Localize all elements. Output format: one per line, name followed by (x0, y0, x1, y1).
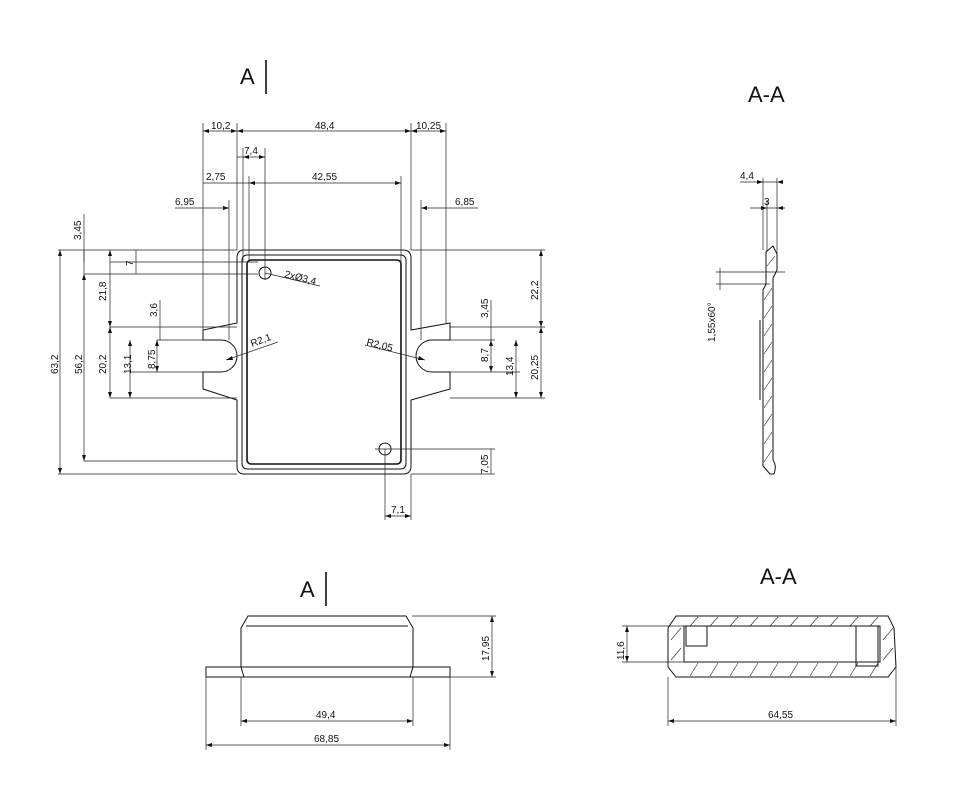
section-bottom: A-A (616, 564, 897, 726)
dim-3: 3 (764, 197, 770, 208)
chamfer-note: 1,55x60° (707, 302, 718, 342)
front-dims (205, 615, 496, 750)
dim-17-95: 17,95 (481, 636, 492, 661)
hole-note: 2xØ3,4 (283, 269, 317, 288)
dim-8-7: 8,7 (480, 348, 491, 362)
housing-outline (202, 249, 451, 475)
dim-64-55: 64,55 (768, 710, 793, 721)
dim-68-85: 68,85 (314, 734, 339, 745)
front-body (240, 615, 414, 667)
section-mark-bottom: A (300, 577, 315, 602)
section-bottom-right-boss (855, 625, 879, 667)
dim-20-2: 20,2 (98, 354, 109, 374)
dim-63-2: 63,2 (50, 354, 61, 374)
dim-7-05: 7,05 (480, 454, 491, 474)
dim-7-1: 7,1 (391, 505, 405, 516)
dim-6-85: 6,85 (455, 197, 475, 208)
section-bottom-inner (683, 625, 881, 663)
front-view: A 17,95 49,4 68,85 (205, 572, 496, 750)
section-title-right: A-A (748, 82, 785, 107)
dim-42-55: 42,55 (312, 172, 337, 183)
dim-22-2: 22,2 (530, 280, 541, 300)
arrowheads-top (58, 129, 543, 518)
section-right: A-A 4,4 3 1,55x60° (707, 82, 785, 475)
dim-21-8: 21,8 (98, 281, 109, 301)
dim-2-75: 2,75 (206, 172, 226, 183)
radius-right: R2,05 (365, 337, 394, 354)
front-base-lip (240, 666, 414, 678)
dim-49-4: 49,4 (316, 710, 336, 721)
dim-3-45-right: 3,45 (480, 298, 491, 318)
section-title-bottom: A-A (760, 564, 797, 589)
dimension-lines-top (59, 130, 542, 517)
section-mark-top: A (240, 64, 255, 89)
section-profile (762, 245, 778, 475)
dim-7: 7 (125, 260, 136, 266)
section-right-arrows (757, 180, 783, 210)
frame-inner (246, 259, 402, 465)
dim-11-6: 11,6 (616, 641, 627, 660)
dim-7-4: 7,4 (244, 146, 258, 157)
top-view: A (50, 60, 545, 520)
dim-6-95: 6,95 (175, 197, 195, 208)
dim-13-4: 13,4 (505, 356, 516, 376)
dim-13-1: 13,1 (123, 354, 134, 374)
dim-8-75: 8,75 (147, 349, 158, 369)
dim-10-2: 10,2 (211, 121, 231, 132)
dim-3-45-left: 3,45 (73, 220, 84, 240)
radius-left: R2,1 (249, 332, 273, 350)
section-bottom-arrows (625, 626, 896, 723)
dim-20-25: 20,25 (530, 355, 541, 380)
dim-48-4: 48,4 (315, 121, 335, 132)
section-hatch (763, 255, 776, 463)
dim-56-2: 56,2 (74, 354, 85, 374)
dim-4-4: 4,4 (740, 171, 754, 182)
dim-3-6: 3,6 (149, 303, 160, 317)
section-bottom-dims (622, 625, 897, 726)
section-right-dims (716, 178, 785, 290)
section-bottom-outline (667, 615, 897, 678)
front-arrows (206, 616, 494, 747)
frame-middle (241, 254, 407, 470)
extension-lines-top (58, 123, 545, 520)
dim-10-25: 10,25 (416, 121, 441, 132)
section-bottom-hatch (670, 616, 894, 677)
section-bottom-left-boss (685, 625, 708, 647)
